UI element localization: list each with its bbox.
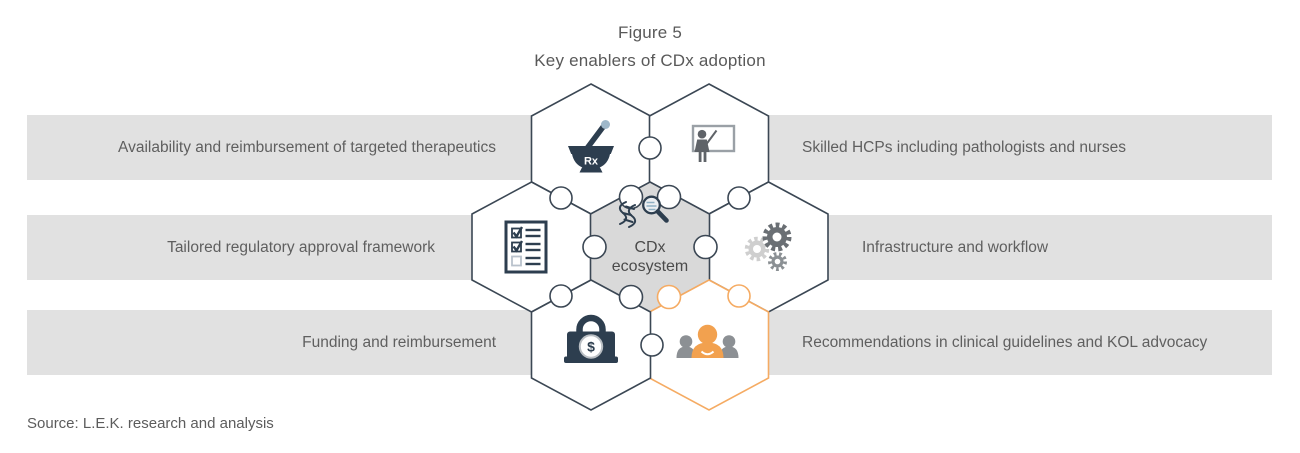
mortar-pestle-rx-icon: Rx bbox=[568, 120, 614, 173]
gears-icon bbox=[744, 222, 792, 271]
dollar-label: $ bbox=[587, 339, 595, 355]
gear-small bbox=[768, 252, 787, 271]
tab-bottom-spoke bbox=[640, 333, 664, 357]
gear-light bbox=[744, 236, 770, 262]
bar-label-skilled-hcps: Skilled HCPs including pathologists and … bbox=[802, 138, 1126, 156]
lock-dollar-icon: $ bbox=[564, 314, 618, 363]
bar-label-infrastructure-workflow: Infrastructure and workflow bbox=[862, 238, 1049, 256]
bar-label-funding-reimbursement: Funding and reimbursement bbox=[302, 333, 496, 351]
tab-lower-right-spoke bbox=[727, 284, 751, 308]
rx-label: Rx bbox=[584, 156, 599, 168]
tab-top-left-into-center bbox=[618, 184, 644, 210]
gear-dark bbox=[762, 222, 792, 252]
tab-top-right-into-center bbox=[656, 184, 682, 210]
people-group-icon bbox=[676, 324, 739, 358]
figure-caption: Key enablers of CDx adoption bbox=[534, 51, 766, 70]
bar-label-regulatory-framework: Tailored regulatory approval framework bbox=[167, 238, 435, 256]
bar-bottom-right bbox=[740, 310, 1272, 375]
tab-mid-left-into-center bbox=[582, 234, 607, 260]
tab-lower-left-spoke bbox=[549, 284, 573, 308]
tab-upper-right-spoke bbox=[727, 186, 751, 210]
bar-mid-left bbox=[27, 215, 560, 280]
tab-bottom-right-into-center bbox=[656, 284, 682, 310]
bar-label-guidelines-kol: Recommendations in clinical guidelines a… bbox=[802, 333, 1208, 351]
tab-bottom-left-into-center bbox=[618, 284, 644, 310]
center-piece-label: CDx ecosystem bbox=[575, 239, 725, 276]
bar-top-right bbox=[740, 115, 1272, 180]
center-label-line1: CDx bbox=[634, 239, 666, 256]
bar-bottom-left bbox=[27, 310, 560, 375]
dna-strands bbox=[618, 201, 637, 228]
bar-label-targeted-therapeutics: Availability and reimbursement of target… bbox=[118, 138, 496, 156]
tab-upper-left-spoke bbox=[549, 186, 573, 210]
center-label-line2: ecosystem bbox=[611, 257, 689, 275]
tab-mid-right-into-center bbox=[693, 234, 718, 260]
figure-title: Figure 5 Key enablers of CDx adoption bbox=[0, 19, 1300, 75]
checklist-icon bbox=[504, 220, 548, 274]
tab-top-spoke bbox=[638, 136, 662, 160]
source-note: Source: L.E.K. research and analysis bbox=[27, 415, 274, 432]
presenter-whiteboard-icon bbox=[691, 124, 736, 162]
bar-top-left bbox=[27, 115, 560, 180]
dna-magnifier-icon bbox=[618, 195, 669, 228]
figure-number: Figure 5 bbox=[618, 23, 682, 42]
